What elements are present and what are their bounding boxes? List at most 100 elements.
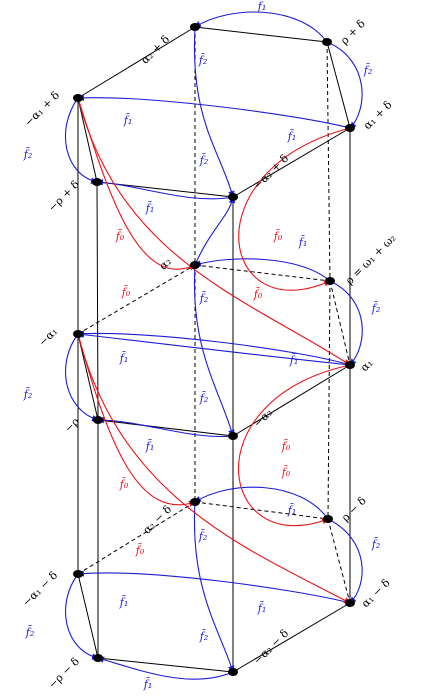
arrow-label-f1: f̄₁ (145, 202, 154, 215)
arrow-label-f2: f̄₂ (199, 630, 208, 643)
node-ma1 (73, 330, 83, 338)
arrow-label-f1: f̄₁ (257, 0, 266, 13)
label-mrd: −ρ + δ (46, 178, 83, 215)
arrow-f0-a1d-rho (238, 127, 351, 291)
dashed-edge-rho-rmd (327, 280, 331, 520)
arrow-f2-a2md-ma2md (193, 501, 235, 673)
dashed-edge-rho-a1 (329, 280, 351, 366)
arrow-label-f2: f̄₂ (23, 388, 32, 401)
node-rho (325, 277, 335, 285)
node-mrmd (93, 654, 103, 662)
label-a2: α₂ (157, 255, 175, 273)
arrow-label-f0: f̄₀ (121, 286, 131, 299)
edge-a1d-ma2d (232, 127, 351, 198)
arrow-f2-rho-a1 (329, 280, 363, 366)
weight-nodes (73, 23, 355, 676)
label-mrmd: −ρ − δ (46, 655, 83, 692)
node-a1 (345, 361, 355, 369)
label-a1: α₁ (358, 357, 376, 375)
label-ma2d: −α₂ + δ (251, 152, 291, 192)
edge-ma2md-mrmd (97, 657, 234, 673)
arrow-f2-rmd-a1md (327, 518, 363, 604)
arrow-label-f0: f̄₀ (281, 466, 291, 479)
label-a2d: α₂ + δ (138, 33, 172, 67)
arrow-f2-a2-ma2 (193, 264, 235, 437)
node-ma1d (73, 94, 83, 102)
arrow-label-f2: f̄₂ (371, 538, 380, 551)
arrow-label-f1: f̄₁ (289, 354, 298, 367)
arrow-label-f2: f̄₂ (23, 148, 32, 161)
edge-a1md-ma2md (232, 602, 351, 673)
arrow-f2-ma1md-mrmd (64, 573, 99, 660)
arrow-label-f0: f̄₀ (119, 478, 129, 491)
arrow-label-f1: f̄₁ (257, 602, 266, 615)
arrow-label-f1: f̄₁ (123, 114, 132, 127)
arrow-f1-a1-ma1 (77, 330, 351, 366)
label-ma1d: −α₁ + δ (22, 89, 62, 129)
dashed-edge-rd-rho (326, 41, 331, 282)
arrow-label-f1: f̄₁ (143, 678, 152, 691)
arrow-label-f0: f̄₀ (273, 230, 283, 243)
arrow-label-f0: f̄₀ (253, 288, 263, 301)
edge-mrd-ma1d (77, 97, 98, 183)
edge-rd-a1d (326, 41, 351, 129)
node-a2d (190, 23, 200, 31)
arrow-f2-rd-a1d (326, 41, 363, 129)
arrow-f1-rho-a2 (194, 258, 331, 282)
edge-a2d-rd (194, 26, 328, 43)
arrow-label-f2: f̄₂ (198, 54, 207, 67)
label-a1d: α₁ + δ (361, 98, 395, 132)
label-ma2: −α₂ (251, 406, 275, 430)
arrow-label-f2: f̄₂ (198, 530, 207, 543)
node-a1md (345, 599, 355, 607)
node-rd (322, 38, 332, 46)
node-ma2 (228, 432, 238, 440)
arrow-label-f1: f̄₁ (287, 130, 296, 143)
arrow-f1-rd-a2d (194, 11, 328, 43)
arrow-label-f0: f̄₀ (115, 230, 125, 243)
dashed-edge-a2md-rmd (194, 501, 329, 520)
hexagon-edges (77, 26, 351, 673)
arrow-label-f1: f̄₁ (298, 236, 307, 249)
dashed-edge-ma1-a2 (77, 264, 196, 335)
label-rmd: ρ − δ (339, 494, 369, 524)
arrow-label-f1: f̄₁ (145, 440, 154, 453)
arrow-labels: f̄₁ f̄₂ f̄₂ f̄₁ f̄₁ f̄₂ f̄₂ f̄₁ f̄₀ f̄₀ f̄₁ f̄₀ f̄₀ f… (23, 0, 380, 691)
arrow-f2-ma1d-mrd (64, 97, 98, 184)
node-ma2md (228, 668, 238, 676)
label-a2md: α₂ − δ (140, 503, 174, 537)
arrow-label-f2: f̄₂ (25, 626, 34, 639)
node-ma1md (73, 570, 83, 578)
arrow-label-f1: f̄₁ (119, 352, 128, 365)
arrow-f1-ma2md-mrmd (97, 656, 234, 680)
edge-mrmd-ma1md (77, 573, 99, 659)
arrow-f0-ma1-a2md (77, 333, 196, 507)
operator-arrows (64, 11, 363, 680)
node-a2 (190, 261, 200, 269)
arrow-label-f1: f̄₁ (119, 596, 128, 609)
edge-mr-ma1 (77, 333, 99, 421)
edge-a1-ma2 (232, 364, 351, 437)
label-a1md: α₁ − δ (359, 576, 393, 610)
arrow-f1-a1md-ma1md (77, 570, 351, 604)
arrow-f1-ma2-mr (97, 416, 234, 438)
dashed-edge-a2-rho (194, 264, 331, 282)
label-rho: ρ = ω₁ + ω₂ (343, 232, 399, 288)
node-rmd (323, 515, 333, 523)
arrow-label-f2: f̄₂ (199, 392, 208, 405)
dashed-edge-rmd-a1md (327, 518, 351, 604)
edge-ma1d-a2d (77, 26, 196, 99)
node-mrd (92, 178, 102, 186)
edge-mrd-mr (96, 181, 99, 421)
arrow-label-f0: f̄₀ (281, 440, 291, 453)
arrow-label-f2: f̄₂ (371, 302, 380, 315)
arrow-f0-ma1-a1md (77, 333, 351, 604)
dashed-edge-ma1md-a2md (77, 501, 196, 575)
label-mr: −ρ (62, 415, 82, 435)
node-ma2d (228, 193, 238, 201)
label-ma1: −α₁ (36, 325, 60, 349)
label-ma1md: −α₁ − δ (20, 569, 60, 609)
label-ma2md: −α₂ − δ (251, 627, 291, 667)
